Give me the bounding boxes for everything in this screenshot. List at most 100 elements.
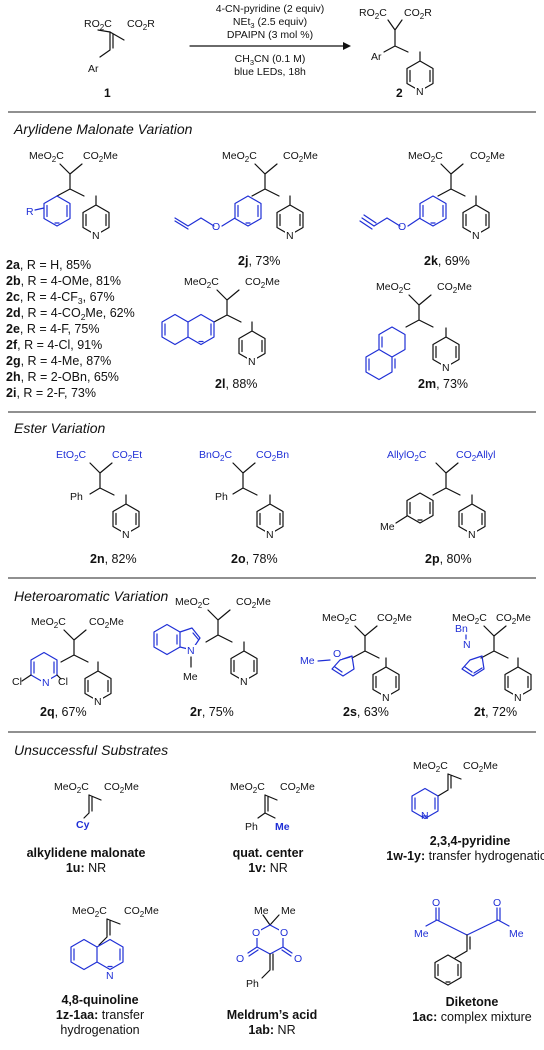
svg-text:MeO2C: MeO2C (175, 596, 210, 610)
svg-text:NEt3 (2.5 equiv): NEt3 (2.5 equiv) (233, 16, 307, 30)
svg-text:N: N (442, 362, 450, 374)
label-1: 1 (104, 86, 111, 100)
structure-1: RO2C CO2R Ar 1 (84, 18, 155, 100)
svg-text:N: N (42, 677, 50, 689)
structure-2p: AllylO2C CO2Allyl Me N 2p, 80% (380, 449, 495, 566)
svg-text:Ph: Ph (245, 821, 258, 833)
svg-text:1v: NR: 1v: NR (248, 861, 288, 875)
svg-text:CH3CN (0.1 M): CH3CN (0.1 M) (235, 53, 306, 67)
section-title-hetero: Heteroaromatic Variation (14, 588, 169, 604)
structure-1w: MeO2C CO2Me N 2,3,4-pyridine 1w-1y: tran… (386, 760, 544, 863)
svg-text:N: N (468, 529, 476, 541)
svg-text:2c, R = 4-CF3, 67%: 2c, R = 4-CF3, 67% (6, 290, 115, 306)
svg-text:Me: Me (254, 905, 269, 917)
svg-text:N: N (92, 230, 100, 242)
svg-text:DPAIPN (3 mol %): DPAIPN (3 mol %) (227, 29, 313, 41)
svg-text:MeO2C: MeO2C (31, 616, 66, 630)
svg-text:CO2Me: CO2Me (437, 281, 472, 295)
svg-text:2p, 80%: 2p, 80% (425, 552, 472, 566)
svg-text:MeO2C: MeO2C (222, 150, 257, 164)
structure-2l: MeO2C CO2Me N 2l, 88% (161, 276, 280, 391)
section-title-ester: Ester Variation (14, 420, 106, 436)
svg-text:CO2Me: CO2Me (496, 612, 531, 626)
svg-text:O: O (493, 897, 501, 909)
svg-text:EtO2C: EtO2C (56, 449, 87, 463)
svg-text:MeO2C: MeO2C (29, 150, 64, 164)
svg-text:CO2Me: CO2Me (280, 781, 315, 795)
svg-text:N: N (416, 86, 424, 98)
svg-text:2d, R = 4-CO2Me, 62%: 2d, R = 4-CO2Me, 62% (6, 306, 135, 322)
svg-text:Ar: Ar (371, 51, 382, 63)
svg-text:2k, 69%: 2k, 69% (424, 254, 470, 268)
svg-text:CO2Bn: CO2Bn (256, 449, 289, 463)
svg-text:MeO2C: MeO2C (408, 150, 443, 164)
svg-text:CO2Me: CO2Me (124, 905, 159, 919)
structure-2j: MeO2C CO2Me O N 2j, 73% (174, 150, 318, 268)
svg-text:hydrogenation: hydrogenation (60, 1023, 139, 1037)
svg-text:MeO2C: MeO2C (413, 760, 448, 774)
svg-text:N: N (248, 356, 256, 368)
svg-text:N: N (187, 645, 195, 657)
svg-text:MeO2C: MeO2C (72, 905, 107, 919)
svg-text:AllylO2C: AllylO2C (387, 449, 427, 463)
svg-text:2i, R = 2-F, 73%: 2i, R = 2-F, 73% (6, 386, 96, 400)
list-2a-2i: 2a, R = H, 85% 2b, R = 4-OMe, 81% 2c, R … (6, 258, 135, 400)
section-title-arylidene: Arylidene Malonate Variation (13, 121, 193, 137)
svg-text:RO2C: RO2C (359, 7, 387, 21)
svg-text:Me: Me (275, 821, 290, 833)
svg-text:CO2Allyl: CO2Allyl (456, 449, 495, 463)
svg-text:RO2C: RO2C (84, 18, 112, 32)
structure-1ac: O O Me Me Diketone 1ac: complex mixture (412, 897, 532, 1024)
svg-text:Ph: Ph (70, 491, 83, 503)
svg-text:O: O (398, 221, 406, 233)
section-title-unsuccessful: Unsuccessful Substrates (14, 742, 168, 758)
svg-text:2g, R = 4-Me, 87%: 2g, R = 4-Me, 87% (6, 354, 111, 368)
svg-text:Me: Me (509, 928, 524, 940)
structure-2o: BnO2C CO2Bn Ph N 2o, 78% (199, 449, 289, 566)
svg-text:2e, R = 4-F, 75%: 2e, R = 4-F, 75% (6, 322, 99, 336)
svg-text:CO2Me: CO2Me (83, 150, 118, 164)
svg-text:2n, 82%: 2n, 82% (90, 552, 137, 566)
svg-text:Bn: Bn (455, 623, 468, 635)
svg-text:CO2R: CO2R (127, 18, 155, 32)
svg-text:CO2Me: CO2Me (283, 150, 318, 164)
svg-text:N: N (472, 230, 480, 242)
svg-text:1ac: complex mixture: 1ac: complex mixture (412, 1010, 532, 1024)
structure-1u: MeO2C CO2Me Cy alkylidene malonate 1u: N… (27, 781, 146, 875)
svg-text:2f, R = 4-Cl, 91%: 2f, R = 4-Cl, 91% (6, 338, 102, 352)
svg-text:CO2Me: CO2Me (377, 612, 412, 626)
svg-text:O: O (236, 953, 244, 965)
svg-text:Ph: Ph (215, 491, 228, 503)
svg-text:2a, R = H, 85%: 2a, R = H, 85% (6, 258, 91, 272)
svg-text:N: N (94, 696, 102, 708)
svg-text:Cy: Cy (76, 819, 90, 831)
svg-text:Me: Me (380, 521, 395, 533)
svg-text:MeO2C: MeO2C (452, 612, 487, 626)
structure-2m: MeO2C CO2Me N 2m, 73% (365, 281, 472, 391)
svg-text:CO2Me: CO2Me (463, 760, 498, 774)
svg-text:N: N (266, 529, 274, 541)
svg-text:1u: NR: 1u: NR (66, 861, 106, 875)
structure-2t: MeO2C CO2Me Bn N N 2t, 72% (452, 612, 532, 719)
svg-text:alkylidene malonate: alkylidene malonate (27, 846, 146, 860)
structure-1ab: Me Me O O O O Ph Meldrum’s acid 1ab: NR (227, 905, 318, 1037)
label-2: 2 (396, 86, 403, 100)
svg-text:CO2Me: CO2Me (89, 616, 124, 630)
svg-text:MeO2C: MeO2C (376, 281, 411, 295)
svg-text:MeO2C: MeO2C (230, 781, 265, 795)
svg-text:CO2R: CO2R (404, 7, 432, 21)
svg-text:2t, 72%: 2t, 72% (474, 705, 517, 719)
svg-text:MeO2C: MeO2C (322, 612, 357, 626)
svg-text:Me: Me (414, 928, 429, 940)
svg-text:2m, 73%: 2m, 73% (418, 377, 468, 391)
svg-text:blue LEDs, 18h: blue LEDs, 18h (234, 66, 306, 78)
svg-text:CO2Me: CO2Me (245, 276, 280, 290)
svg-text:O: O (212, 221, 220, 233)
svg-text:Meldrum’s acid: Meldrum’s acid (227, 1008, 318, 1022)
svg-text:N: N (240, 676, 248, 688)
svg-text:2q, 67%: 2q, 67% (40, 705, 87, 719)
svg-text:Diketone: Diketone (446, 995, 499, 1009)
reaction-scheme: RO2C CO2R Ar 1 4-CN-pyridine (2 equiv) N… (84, 3, 434, 100)
svg-text:MeO2C: MeO2C (54, 781, 89, 795)
